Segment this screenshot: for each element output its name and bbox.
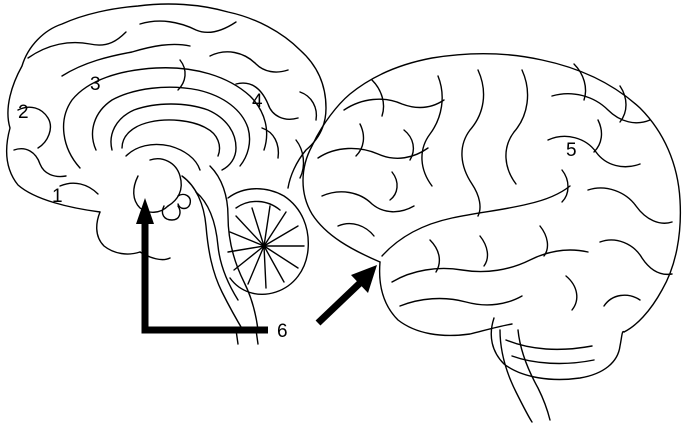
frontal-sulcus <box>321 191 415 213</box>
temporal-sulcus <box>539 225 549 257</box>
cerebellum <box>227 188 309 296</box>
label-3: 3 <box>90 74 101 95</box>
pituitary <box>161 205 181 221</box>
brainstem-inner <box>195 191 239 301</box>
medial-sulcus <box>139 20 237 34</box>
frontal-sulcus <box>355 123 365 157</box>
frontal-sulcus <box>317 147 429 159</box>
hypothalamus <box>149 158 182 207</box>
temporal-sulcus <box>391 249 589 283</box>
mammillary-body <box>177 193 192 210</box>
label-5: 5 <box>566 140 577 161</box>
brainstem-anterior <box>181 175 245 333</box>
medial-orbital-surface <box>96 211 141 255</box>
lateral-cerebellum-fold <box>511 355 595 365</box>
frontal-sulcus <box>371 79 385 117</box>
arrows <box>136 198 377 334</box>
label-4: 4 <box>252 91 263 112</box>
corpus-callosum-inner <box>121 119 221 157</box>
frontal-sulcus <box>403 129 415 161</box>
lateral-brain-view <box>302 53 682 423</box>
frontal-sulcus <box>337 222 375 237</box>
lateral-sulcus <box>381 185 571 257</box>
callosal-sulcus <box>91 86 251 167</box>
lateral-cerebellum-fold <box>505 339 593 351</box>
l-arrow-head <box>136 198 154 224</box>
cerebellum-fold <box>235 200 281 211</box>
lateral-brainstem <box>499 329 533 423</box>
temporal-sulcus <box>565 275 578 311</box>
label-1: 1 <box>52 186 63 207</box>
parietal-sulcus <box>551 92 651 124</box>
parietal-sulcus <box>599 239 673 276</box>
parietal-sulcus <box>593 119 603 153</box>
cingulate-sulcus <box>62 67 268 169</box>
diagonal-arrow-shaft <box>315 280 363 326</box>
temporal-sulcus <box>479 235 489 267</box>
parietal-sulcus <box>573 63 587 101</box>
medial-outline <box>6 3 327 213</box>
medial-sulcus <box>177 59 186 91</box>
medial-sulcus <box>299 91 318 121</box>
parietal-sulcus <box>587 187 673 224</box>
lateral-outline <box>302 53 682 333</box>
medial-sulcus <box>235 82 299 120</box>
lateral-cerebellum <box>490 317 625 381</box>
corpus-callosum <box>110 103 237 171</box>
parietal-sulcus <box>619 85 627 123</box>
medial-brain-view <box>6 3 327 345</box>
diagonal-arrow-head <box>351 265 377 293</box>
brainstem-posterior <box>209 165 259 331</box>
central-sulcus <box>461 69 485 217</box>
label-6: 6 <box>277 321 288 342</box>
parietal-sulcus <box>561 169 569 203</box>
label-2: 2 <box>18 102 29 123</box>
arbor-vitae <box>227 205 305 289</box>
medial-sulcus <box>27 31 127 59</box>
medial-sulcus <box>61 43 191 77</box>
postcentral-sulcus <box>505 69 529 185</box>
l-arrow-shaft <box>141 222 268 334</box>
thalamus <box>133 175 169 213</box>
precentral-sulcus <box>421 75 443 187</box>
labels: 1 2 3 4 5 6 <box>18 74 577 342</box>
lateral-brainstem <box>517 329 551 421</box>
medial-sulcus <box>261 127 280 159</box>
frontal-sulcus <box>389 171 398 201</box>
parietal-sulcus <box>547 135 641 168</box>
medial-sulcus <box>59 182 99 195</box>
frontal-sulcus <box>343 98 445 111</box>
temporal-sulcus <box>399 295 523 307</box>
temporal-lobe-lower <box>378 261 513 337</box>
fornix <box>125 143 201 171</box>
medial-sulcus <box>209 51 289 73</box>
parietal-sulcus <box>603 294 641 307</box>
medial-sulcus <box>295 139 305 179</box>
medial-sulcus <box>17 106 52 149</box>
medial-sulcus <box>13 148 67 178</box>
temporal-sulcus <box>429 239 441 273</box>
